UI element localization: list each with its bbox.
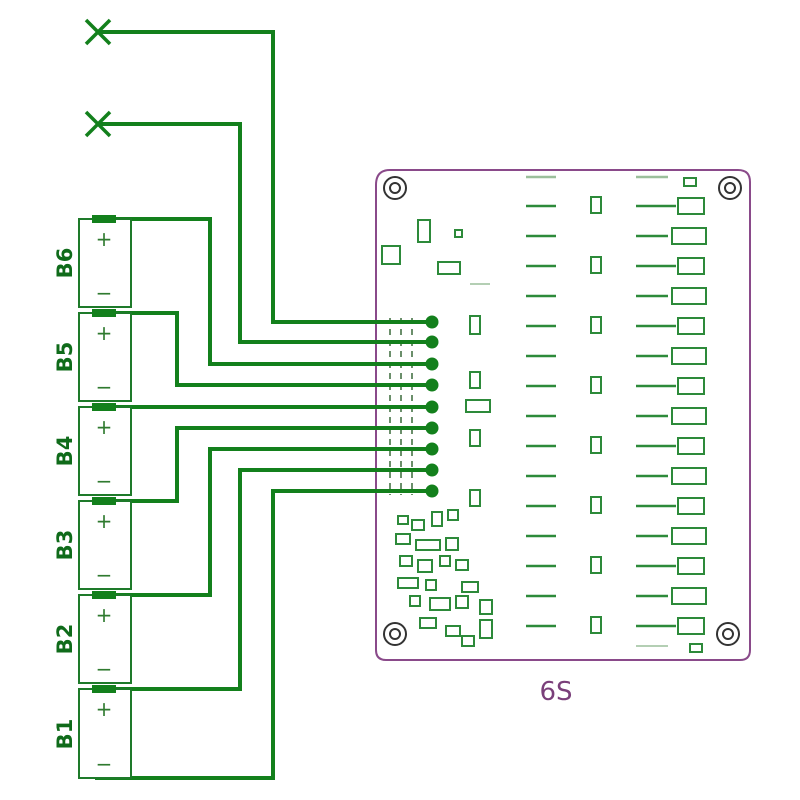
- wire-b5-plus: [95, 311, 432, 387]
- cell-terminal: [92, 215, 116, 223]
- battery-cell-b5: + − B5: [53, 309, 132, 402]
- solder-dot-icon: [425, 484, 439, 498]
- cell-terminal: [92, 497, 116, 505]
- pcb-board: [375, 169, 751, 661]
- component-pad: [417, 219, 431, 243]
- component-cluster: [395, 509, 493, 647]
- wire-b6-plus: [95, 217, 432, 366]
- cell-minus-sign: −: [96, 281, 113, 305]
- cell-terminal: [92, 309, 116, 317]
- component-pad: [469, 429, 481, 447]
- solder-dot-icon: [425, 357, 439, 371]
- cell-terminal: [92, 685, 116, 693]
- component-row-left: [526, 175, 556, 628]
- cell-minus-sign: −: [96, 752, 113, 776]
- component-pad: [469, 489, 481, 507]
- wire-b2-plus: [95, 447, 432, 597]
- board-label: 6S: [539, 677, 572, 707]
- cell-label: B3: [53, 530, 77, 561]
- component-pad: [465, 399, 491, 413]
- component-pad: [469, 371, 481, 389]
- cell-body: [78, 500, 132, 590]
- cell-minus-sign: −: [96, 469, 113, 493]
- cell-body: [78, 688, 132, 779]
- mounting-hole-icon: [383, 176, 407, 200]
- battery-cell-b2: + − B2: [53, 591, 132, 684]
- solder-dot-icon: [425, 442, 439, 456]
- cell-plus-sign: +: [96, 509, 113, 533]
- cell-minus-sign: −: [96, 375, 113, 399]
- cell-label: B5: [53, 342, 77, 373]
- cell-label: B4: [53, 436, 77, 467]
- wire-b3-plus: [95, 426, 432, 503]
- mounting-hole-icon: [716, 622, 740, 646]
- cell-plus-sign: +: [96, 697, 113, 721]
- component-pad: [454, 229, 463, 238]
- cell-label: B2: [53, 624, 77, 655]
- battery-cell-b6: + − B6: [53, 215, 132, 308]
- cell-terminal: [92, 403, 116, 411]
- component-row-middle: [590, 196, 602, 634]
- component-pad: [381, 245, 401, 265]
- cell-plus-sign: +: [96, 321, 113, 345]
- board-outline: [375, 169, 751, 661]
- cell-minus-sign: −: [96, 657, 113, 681]
- wire-unused-2: [98, 122, 432, 344]
- mounting-hole-icon: [383, 622, 407, 646]
- component-row-right: [636, 175, 707, 653]
- solder-dot-icon: [425, 463, 439, 477]
- component-pad: [469, 315, 481, 335]
- battery-cell-b4: + − B4: [53, 403, 132, 496]
- battery-cell-b3: + − B3: [53, 497, 132, 590]
- wire-unused-1: [98, 30, 432, 324]
- cell-label: B1: [53, 719, 77, 750]
- cell-plus-sign: +: [96, 415, 113, 439]
- solder-dot-icon: [425, 421, 439, 435]
- cell-plus-sign: +: [96, 227, 113, 251]
- cell-minus-sign: −: [96, 563, 113, 587]
- solder-dot-icon: [425, 335, 439, 349]
- cell-plus-sign: +: [96, 603, 113, 627]
- solder-dot-icon: [425, 400, 439, 414]
- cell-label: B6: [53, 248, 77, 279]
- wire-b1-minus: [95, 489, 432, 780]
- solder-dot-icons: [425, 315, 439, 498]
- wire-b1-plus: [95, 468, 432, 691]
- component-pad: [437, 261, 461, 275]
- battery-cell-b1: + − B1: [53, 685, 132, 779]
- solder-dot-icon: [425, 315, 439, 329]
- cell-terminal: [92, 591, 116, 599]
- mounting-hole-icon: [718, 176, 742, 200]
- balance-wires: [95, 30, 432, 780]
- solder-dot-icon: [425, 378, 439, 392]
